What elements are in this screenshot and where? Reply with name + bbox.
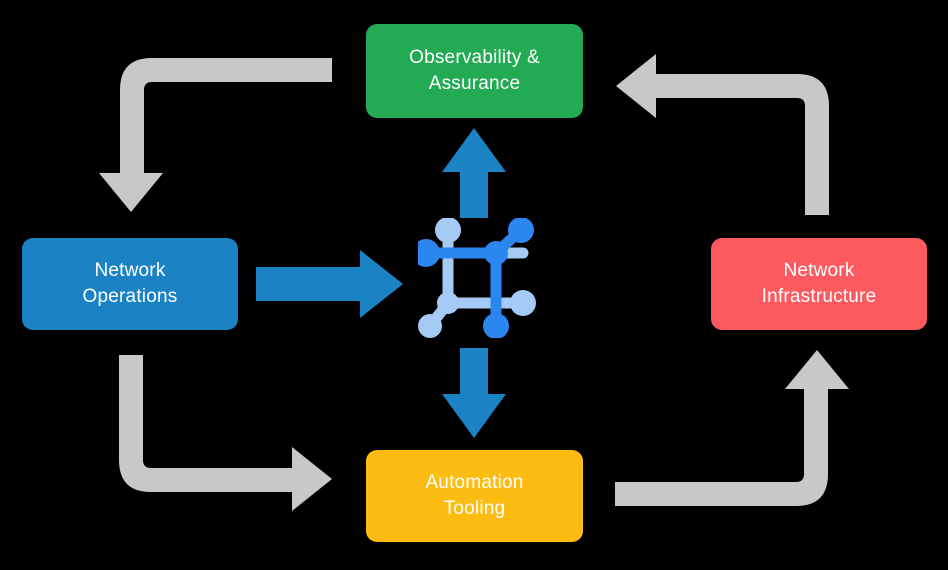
connector-automation-tooling-to-network-infrastructure	[615, 350, 849, 506]
node-network-operations-label: Network Operations	[82, 260, 178, 307]
node-automation-tooling-label: Automation Tooling	[425, 472, 524, 519]
connector-network-operations-to-automation-tooling	[119, 355, 332, 511]
connector-network-operations-to-hub	[256, 250, 403, 318]
connector-hub-to-observability	[442, 128, 506, 218]
node-network-infrastructure-label: Network Infrastructure	[761, 260, 877, 307]
node-automation-tooling[interactable]: Automation Tooling	[366, 450, 583, 542]
node-observability-label: Observability & Assurance	[409, 47, 540, 94]
node-network-operations[interactable]: Network Operations	[22, 238, 238, 330]
connector-observability-to-network-operations	[99, 58, 332, 212]
network-icon-primary-layer	[418, 218, 534, 338]
node-observability-and-assurance[interactable]: Observability & Assurance	[366, 24, 583, 118]
connector-network-infrastructure-to-observability	[616, 54, 829, 215]
node-network-infrastructure[interactable]: Network Infrastructure	[711, 238, 927, 330]
network-topology-icon	[418, 218, 536, 338]
connector-hub-to-automation-tooling	[442, 348, 506, 438]
